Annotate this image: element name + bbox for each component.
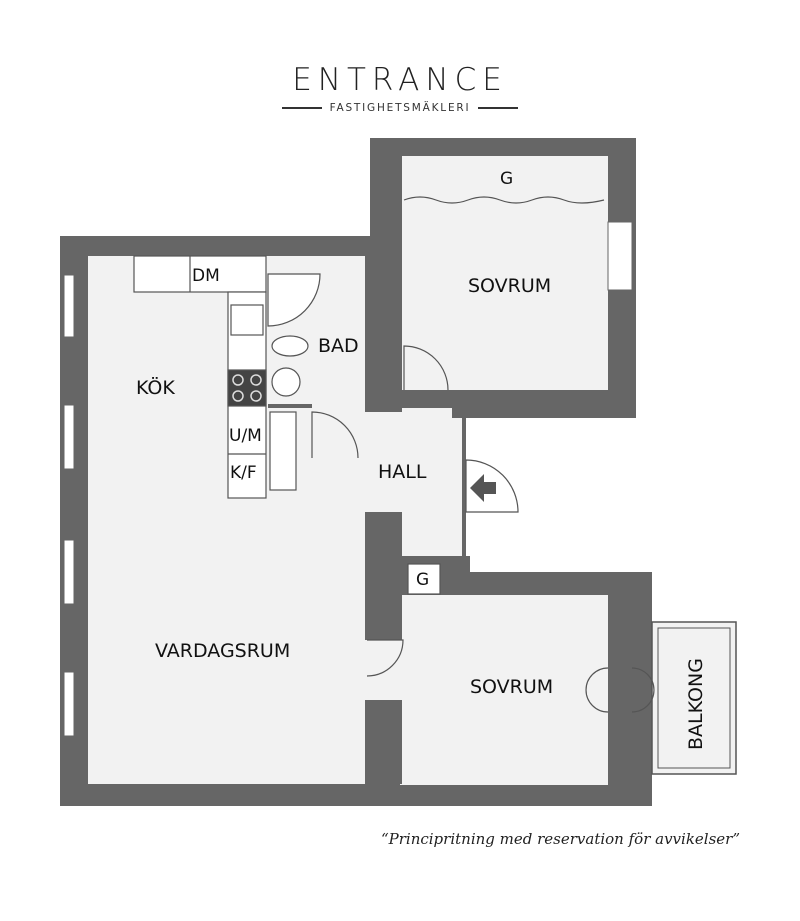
window-1: [63, 274, 75, 338]
inner-walls: [268, 236, 528, 784]
window-4: [63, 671, 75, 737]
room-label-balkong: BALKONG: [685, 658, 707, 750]
kitchen-counters: [133, 255, 297, 499]
windows-left: [63, 221, 633, 737]
disclaimer-text: “Principritning med reservation för avvi…: [380, 830, 740, 848]
floor-bedroom-bottom: [400, 595, 608, 785]
doors: [311, 196, 655, 713]
subtitle-rule-left: [281, 107, 322, 109]
balcony: [651, 621, 737, 775]
fridge-unit: [269, 411, 297, 491]
window-2: [63, 404, 75, 470]
subtitle-rule-right: [478, 107, 519, 109]
door-balcony-b: [631, 667, 655, 713]
room-label-bad: BAD: [318, 335, 359, 357]
label-g-top: G: [500, 169, 513, 189]
entrance-arrow-icon: [470, 474, 496, 502]
door-bath: [311, 411, 359, 459]
window-3: [63, 539, 75, 605]
room-label-sovrum-bottom: SOVRUM: [470, 676, 553, 698]
door-balcony-a: [585, 667, 609, 713]
window-5: [607, 221, 633, 291]
floor-lower-link: [365, 640, 403, 700]
stove-burners: [232, 374, 262, 402]
label-g-bottom: G: [416, 570, 429, 590]
door-entrance: [465, 459, 519, 513]
closets: [407, 563, 441, 595]
door-bedroom-top: [403, 345, 449, 391]
room-label-kok: KÖK: [136, 376, 175, 399]
room-label-sovrum-top: SOVRUM: [468, 275, 551, 297]
brand-logo: ENTRANCE: [292, 62, 508, 98]
toilet: [271, 335, 309, 357]
brand-subtitle: FASTIGHETSMÄKLERI: [329, 102, 471, 114]
label-um: U/M: [229, 426, 262, 446]
brand-header: ENTRANCE FASTIGHETSMÄKLERI: [0, 62, 800, 114]
stove: [227, 369, 267, 407]
room-label-hall: HALL: [378, 461, 427, 483]
shower: [267, 273, 321, 327]
floor-hall: [312, 408, 462, 512]
brand-subtitle-row: FASTIGHETSMÄKLERI: [0, 102, 800, 114]
washbasin: [271, 367, 301, 397]
floor-top-hall-link: [402, 345, 452, 420]
closet-bottom: [407, 563, 441, 595]
sink: [230, 304, 264, 336]
room-label-vardagsrum: VARDAGSRUM: [155, 640, 290, 662]
curtain-rail: [403, 196, 605, 204]
door-living: [366, 639, 404, 677]
bath-fixtures: [267, 273, 321, 397]
counter-top: [133, 255, 267, 293]
label-dm: DM: [192, 266, 220, 286]
label-kf: K/F: [230, 463, 257, 483]
floor-hall-passage: [400, 512, 462, 558]
